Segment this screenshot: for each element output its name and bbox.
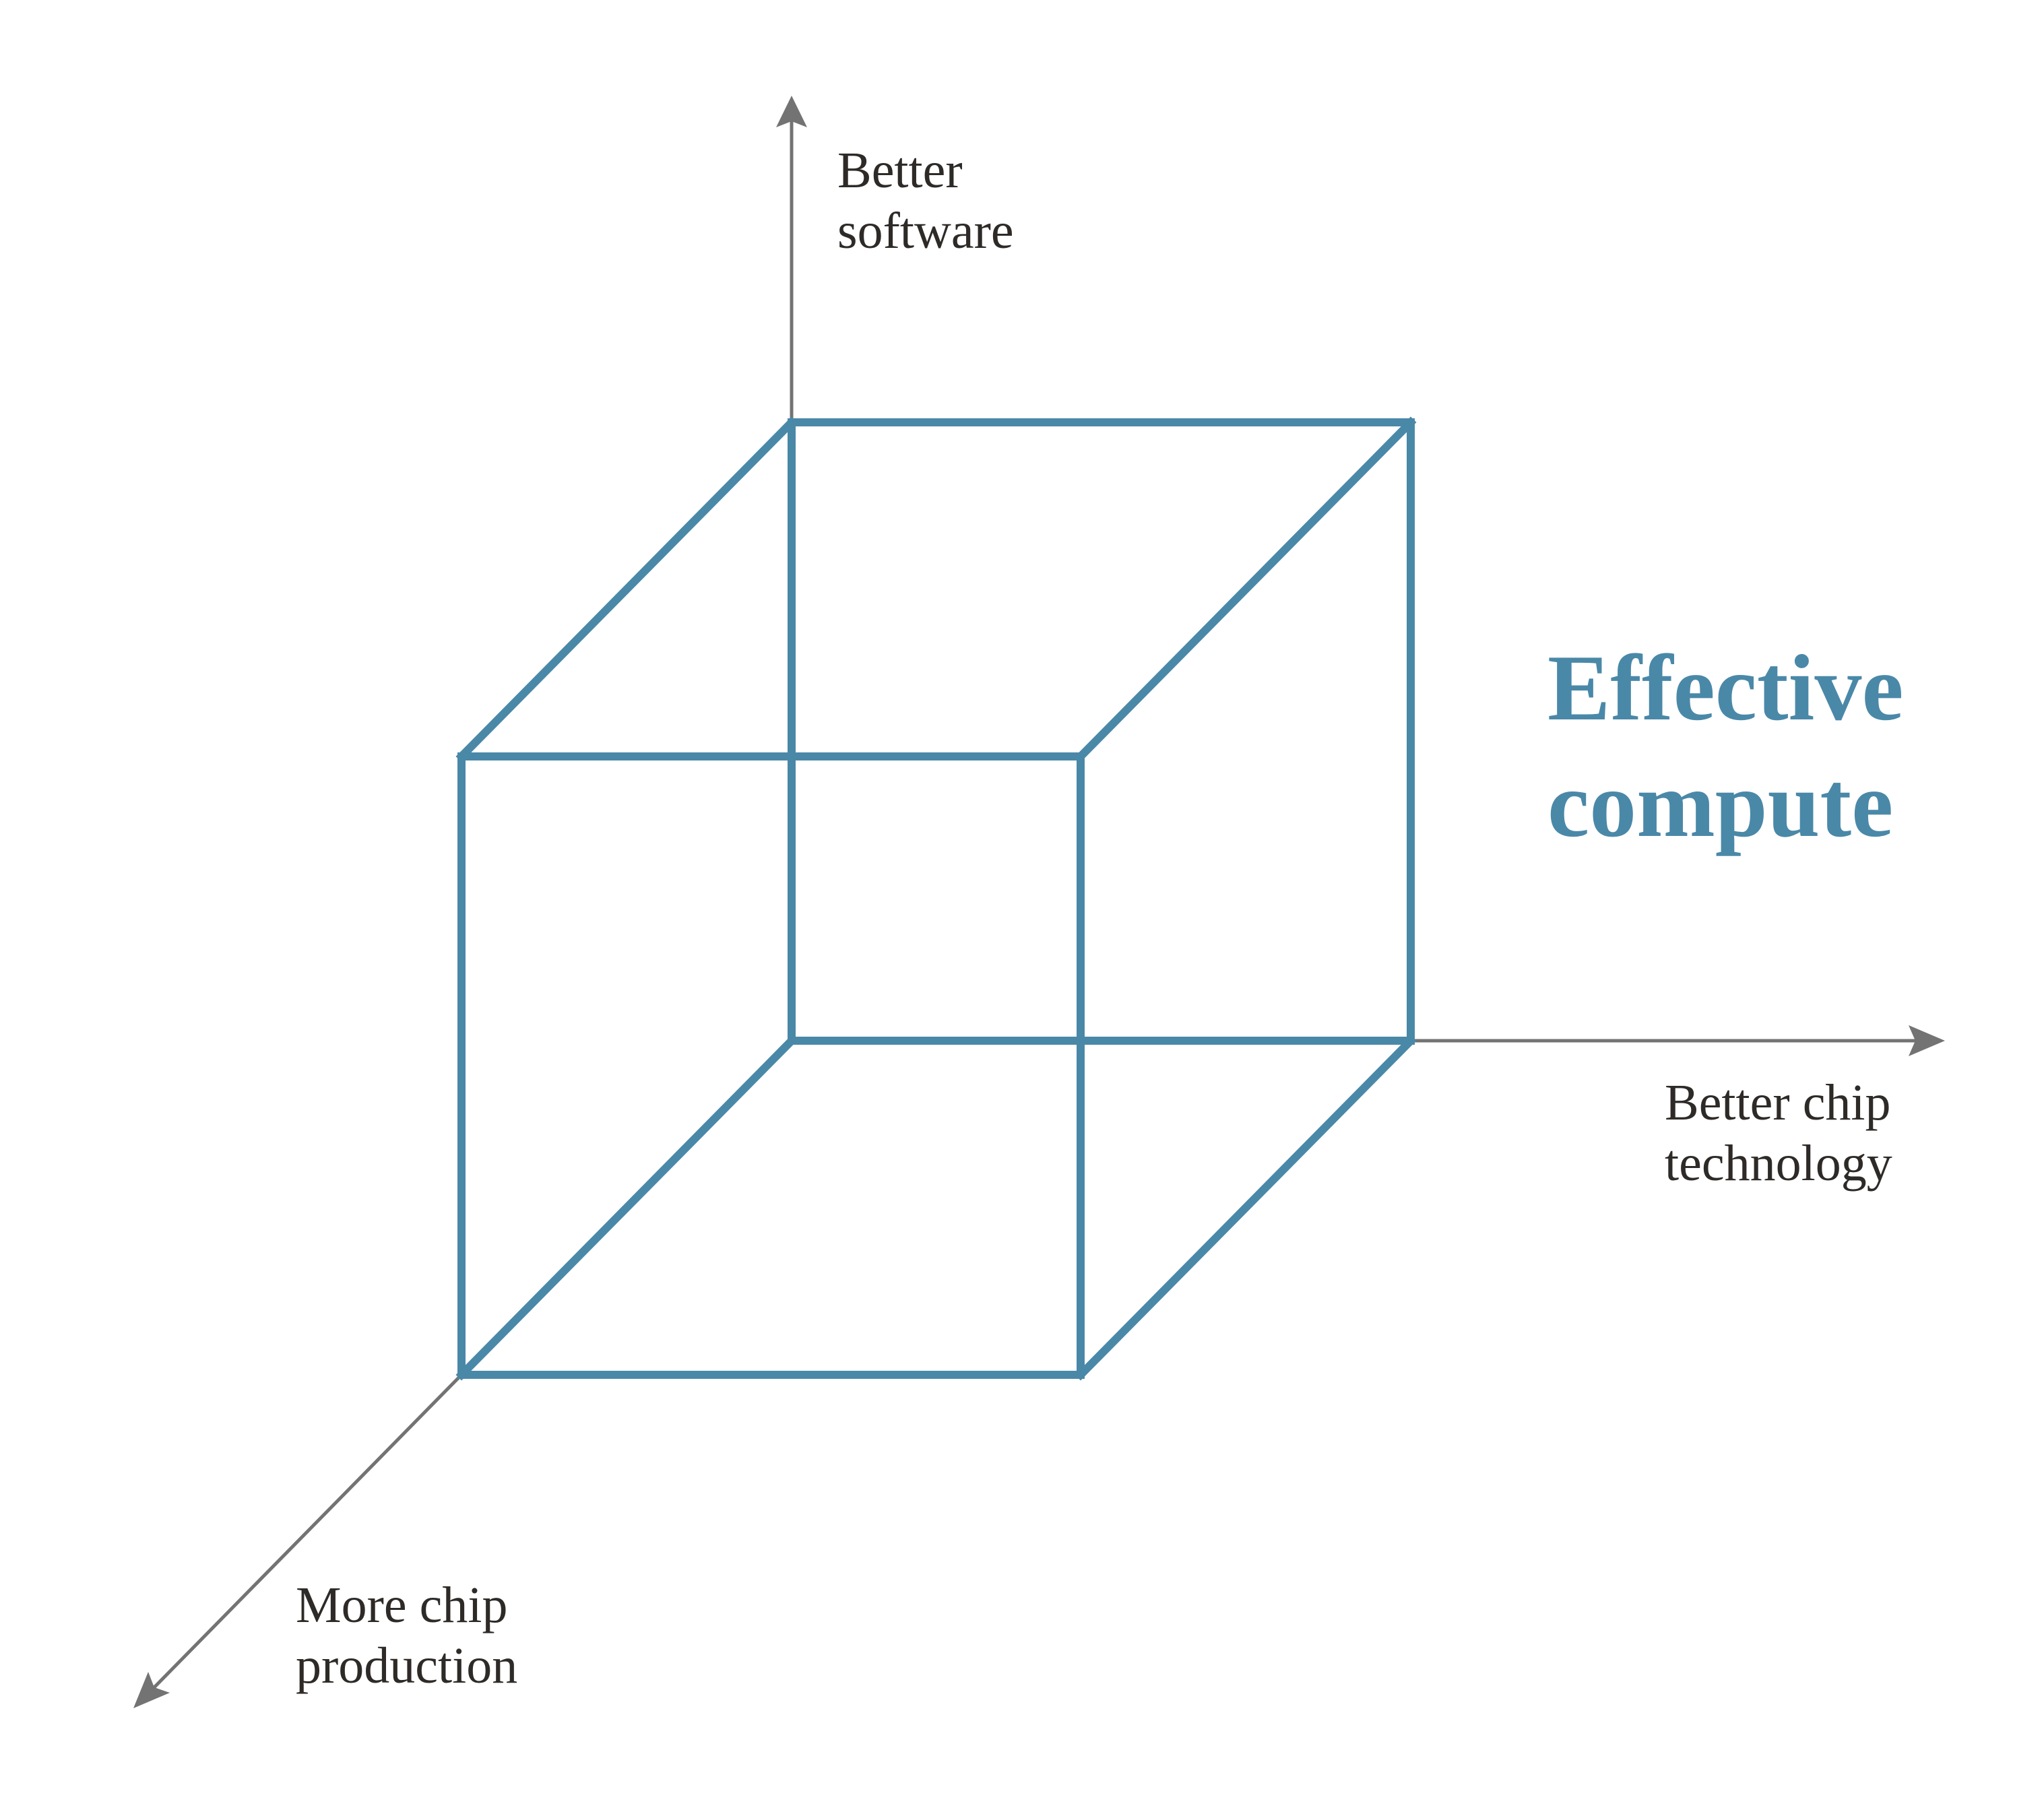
cube-front-face xyxy=(457,752,1085,1379)
depth-axis-label-line2: production xyxy=(296,1638,517,1694)
depth-axis xyxy=(133,1373,463,1708)
horizontal-axis-label-line2: technology xyxy=(1665,1135,1892,1192)
arrow-up-icon xyxy=(776,96,807,127)
depth-axis-label: More chip production xyxy=(296,1577,517,1694)
vertical-axis-label-line1: Better xyxy=(837,142,963,199)
arrow-down-left-icon xyxy=(133,1672,170,1708)
cube-edge-top-right xyxy=(1075,416,1417,763)
cube-edge-bottom-right xyxy=(1075,1035,1417,1381)
cube-wireframe xyxy=(455,416,1417,1381)
vertical-axis-label-line2: software xyxy=(837,203,1014,259)
depth-axis-label-line1: More chip xyxy=(296,1577,507,1633)
title-line1: Effective xyxy=(1547,636,1904,740)
horizontal-axis-label-line1: Better chip xyxy=(1665,1074,1891,1131)
cube-edge-top-left xyxy=(455,416,798,763)
horizontal-axis xyxy=(1411,1025,1945,1056)
cube-back-face xyxy=(788,418,1415,1045)
arrow-right-icon xyxy=(1909,1025,1945,1056)
vertical-axis-label: Better software xyxy=(837,142,1014,259)
horizontal-axis-label: Better chip technology xyxy=(1665,1074,1892,1192)
vertical-axis xyxy=(776,96,807,422)
title-line2: compute xyxy=(1547,752,1893,857)
cube-edge-bottom-left xyxy=(455,1035,798,1381)
diagram-title: Effective compute xyxy=(1547,636,1904,857)
